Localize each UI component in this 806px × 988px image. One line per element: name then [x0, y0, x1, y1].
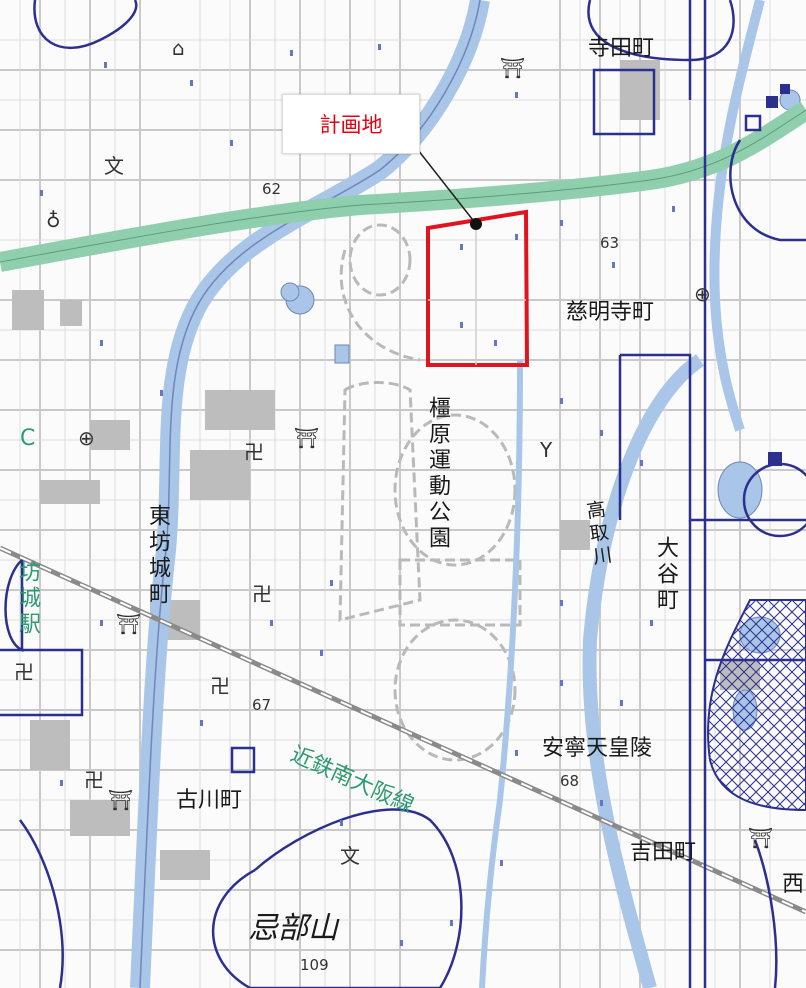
shrine-icon-3: ⛩: [116, 612, 142, 636]
post-office-icon: ⊕: [694, 282, 711, 306]
fire-station-icon: Y: [540, 438, 553, 462]
label-keimyoji: 慈明寺町: [566, 300, 655, 325]
label-kashihara-park: 橿原運動公園: [425, 396, 450, 552]
river-east: [709, 0, 765, 432]
interchange-icon: C: [20, 426, 36, 451]
temple-icon: 卍: [244, 440, 264, 464]
label-higashi-bojo: 東坊城町: [145, 504, 170, 608]
school-icon: 文: [104, 154, 124, 178]
elevation-109: 109: [300, 956, 329, 974]
park-fields: [338, 223, 522, 762]
library-icon: ⌂: [172, 36, 185, 60]
temple-icon-4: 卍: [210, 674, 230, 698]
shrine-icon: ⛩: [500, 56, 526, 80]
temple-icon-5: 卍: [84, 768, 104, 792]
field-markers: [40, 44, 675, 946]
railway-dash: [0, 547, 806, 913]
label-yoshida: 吉田町: [630, 840, 697, 865]
label-furukawa: 古川町: [176, 788, 243, 813]
plan-site-label: 計画地: [319, 113, 383, 137]
elevation-68: 68: [560, 772, 580, 790]
plan-site-outline: [426, 209, 530, 367]
label-bojo-station: 坊城駅: [15, 560, 40, 638]
temple-icon-2: 卍: [252, 582, 272, 606]
label-terada: 寺田町: [588, 36, 655, 61]
creek: [479, 359, 523, 988]
callout-point: [470, 218, 482, 230]
boundary-markers: [230, 84, 790, 774]
elevation-63: 63: [600, 234, 620, 252]
police-icon: ♁: [46, 208, 61, 232]
school-icon-2: 文: [340, 844, 360, 868]
label-imbeyama: 忌部山: [248, 911, 338, 946]
plan-site-callout: 計画地: [282, 94, 420, 154]
elevation-62: 62: [262, 180, 282, 198]
label-annei: 安寧天皇陵: [542, 736, 653, 761]
label-nishi: 西: [782, 872, 805, 897]
river-takatori: [582, 354, 705, 988]
temple-icon-3: 卍: [14, 660, 34, 684]
elevation-67: 67: [252, 696, 272, 714]
post-office-icon-2: ⊕: [78, 426, 95, 450]
callout-leader: [417, 149, 477, 225]
shrine-icon-5: ⛩: [748, 826, 774, 850]
highway-edge: [0, 109, 806, 263]
label-otani: 大谷町: [653, 536, 678, 614]
hatched-district: [707, 599, 806, 812]
shrine-icon-2: ⛩: [294, 426, 320, 450]
shrine-icon-4: ⛩: [108, 788, 134, 812]
